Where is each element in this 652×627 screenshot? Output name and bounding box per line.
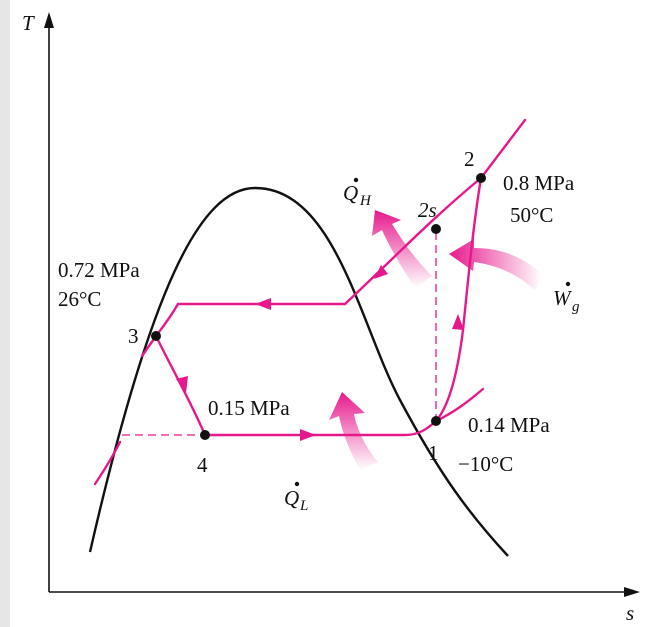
arrowhead-throttle — [176, 376, 188, 393]
evaporator-line — [203, 419, 438, 437]
line-2-extension — [479, 118, 527, 180]
saturation-dome — [88, 186, 509, 557]
state-2-temperature: 50°C — [510, 203, 553, 227]
refrigeration-cycle — [93, 118, 527, 486]
arrowhead-condenser — [255, 298, 271, 310]
state-label-3: 3 — [128, 324, 139, 348]
flow-arrowheads — [176, 265, 464, 441]
state-3-temperature: 26°C — [58, 287, 101, 311]
q-low-arrow — [329, 392, 378, 470]
q-high-subscript: H — [359, 193, 372, 209]
arrowhead-desuperheat — [374, 265, 388, 279]
y-axis-label: T — [22, 11, 35, 35]
line-4-extension — [93, 440, 122, 486]
q-low-dot — [294, 481, 300, 487]
state-point-4 — [200, 430, 210, 440]
q-high-dot — [353, 177, 359, 183]
state-1-pressure: 0.14 MPa — [468, 413, 550, 437]
axes: T s — [22, 11, 640, 625]
q-high-arrow — [372, 210, 432, 288]
x-axis-arrowhead — [624, 587, 640, 597]
work-arrow — [449, 239, 542, 290]
y-axis-arrowhead — [44, 12, 54, 28]
q-low-symbol: Q — [284, 486, 299, 510]
q-high-label: Q H — [343, 177, 372, 209]
work-subscript: g — [572, 299, 580, 315]
left-margin-strip — [0, 0, 10, 627]
state-2-pressure: 0.8 MPa — [503, 171, 575, 195]
arrowhead-evaporator — [300, 429, 316, 441]
state-point-2s — [431, 224, 441, 234]
x-axis-label: s — [626, 601, 634, 625]
work-symbol: W — [553, 286, 573, 310]
q-low-subscript: L — [299, 498, 308, 514]
throttle-3-to-4 — [154, 334, 207, 437]
q-high-symbol: Q — [343, 181, 358, 205]
state-label-2: 2 — [464, 147, 475, 171]
compression-1-to-2 — [434, 176, 483, 423]
state-label-4: 4 — [197, 453, 208, 477]
superheat-extension — [434, 387, 485, 423]
state-1-temperature: −10°C — [458, 452, 513, 476]
desuperheat-line — [343, 176, 483, 306]
arrowhead-compression — [452, 314, 464, 330]
state-4-pressure: 0.15 MPa — [208, 396, 290, 420]
work-label: W g — [553, 281, 580, 315]
state-points — [151, 173, 486, 440]
state-point-1 — [431, 416, 441, 426]
state-3-pressure: 0.72 MPa — [58, 258, 140, 282]
heat-work-arrows — [329, 210, 542, 470]
state-label-2s: 2s — [418, 198, 437, 222]
work-dot — [565, 281, 571, 287]
state-point-2 — [476, 173, 486, 183]
q-low-label: Q L — [284, 481, 308, 514]
state-label-1: 1 — [428, 441, 439, 465]
state-point-3 — [151, 331, 161, 341]
